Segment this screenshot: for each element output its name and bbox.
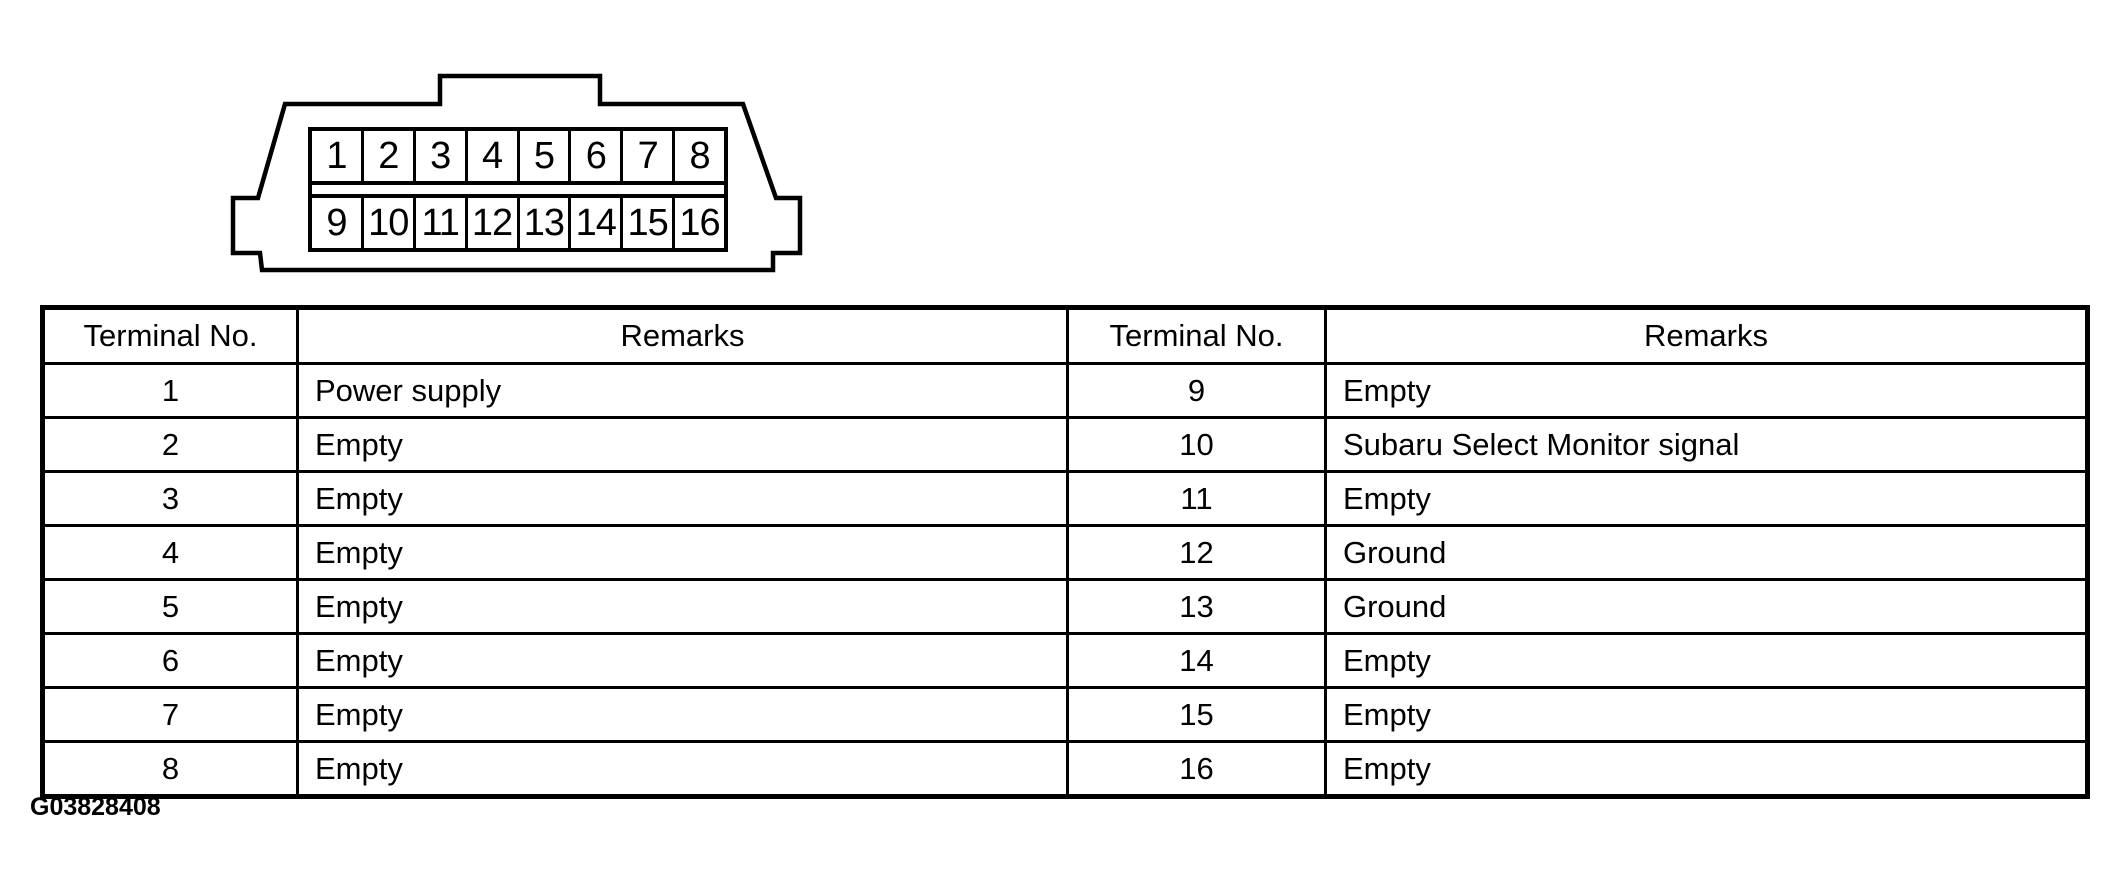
terminal-cell: 14 xyxy=(1066,632,1327,689)
remark-cell: Ground xyxy=(1324,524,2089,581)
pin-cell-16: 16 xyxy=(679,201,720,244)
terminal-remarks-table: Terminal No. Remarks Terminal No. Remark… xyxy=(40,305,2090,799)
pin-cell-11: 11 xyxy=(416,198,468,248)
table-row: 4 Empty 12 Ground xyxy=(41,524,2089,581)
remarks-header-right: Remarks xyxy=(1324,306,2089,365)
remark-cell: Empty xyxy=(1324,362,2089,419)
remark-cell: Empty xyxy=(296,416,1069,473)
pin-row-top: 1 2 3 4 5 6 7 8 xyxy=(312,131,724,181)
terminal-cell: 4 xyxy=(41,524,299,581)
connector-pin-grid: 1 2 3 4 5 6 7 8 9 10 11 12 13 14 15 16 xyxy=(308,127,728,252)
remark-cell: Power supply xyxy=(296,362,1069,419)
table-row: 2 Empty 10 Subaru Select Monitor signal xyxy=(41,416,2089,473)
table-row: 5 Empty 13 Ground xyxy=(41,578,2089,635)
terminal-cell: 8 xyxy=(41,740,299,798)
table-row: 7 Empty 15 Empty xyxy=(41,686,2089,743)
terminal-cell: 16 xyxy=(1066,740,1327,798)
remark-cell: Empty xyxy=(1324,740,2089,798)
remark-cell: Empty xyxy=(1324,470,2089,527)
remarks-header-left: Remarks xyxy=(296,306,1069,365)
remark-cell: Subaru Select Monitor signal xyxy=(1324,416,2089,473)
connector-center-band xyxy=(312,181,724,198)
pin-cell-13: 13 xyxy=(520,198,572,248)
pin-cell-14: 14 xyxy=(571,198,624,248)
pin-cell-5: 5 xyxy=(520,131,572,181)
remark-cell: Empty xyxy=(1324,686,2089,743)
pin-row-bottom: 9 10 11 12 13 14 15 16 xyxy=(312,198,724,248)
pin-cell-7: 7 xyxy=(623,131,676,181)
remark-cell: Empty xyxy=(296,578,1069,635)
terminal-cell: 11 xyxy=(1066,470,1327,527)
terminal-cell: 13 xyxy=(1066,578,1327,635)
remark-cell: Empty xyxy=(296,632,1069,689)
terminal-cell: 6 xyxy=(41,632,299,689)
table-row: 6 Empty 14 Empty xyxy=(41,632,2089,689)
connector-diagram: 1 2 3 4 5 6 7 8 9 10 11 12 13 14 15 16 xyxy=(230,70,805,280)
remark-cell: Empty xyxy=(296,686,1069,743)
terminal-cell: 10 xyxy=(1066,416,1327,473)
terminal-cell: 5 xyxy=(41,578,299,635)
pin-cell-2: 2 xyxy=(364,131,416,181)
remark-cell: Empty xyxy=(296,740,1069,798)
terminal-cell: 3 xyxy=(41,470,299,527)
remark-cell: Empty xyxy=(1324,632,2089,689)
terminal-cell: 12 xyxy=(1066,524,1327,581)
pin-cell-1: 1 xyxy=(312,131,364,181)
remark-cell: Empty xyxy=(296,470,1069,527)
pin-cell-9: 9 xyxy=(312,198,364,248)
pin-cell-8: 8 xyxy=(689,134,710,177)
terminal-cell: 15 xyxy=(1066,686,1327,743)
terminal-cell: 1 xyxy=(41,362,299,419)
terminal-cell: 2 xyxy=(41,416,299,473)
table-header-row: Terminal No. Remarks Terminal No. Remark… xyxy=(41,306,2089,365)
terminal-header-right: Terminal No. xyxy=(1066,306,1327,365)
pin-cell-6: 6 xyxy=(571,131,624,181)
pin-cell-15: 15 xyxy=(623,198,676,248)
figure-id: G03828408 xyxy=(30,793,161,821)
pin-cell-10: 10 xyxy=(364,198,416,248)
pin-cell-12: 12 xyxy=(468,198,520,248)
table-row: 1 Power supply 9 Empty xyxy=(41,362,2089,419)
remark-cell: Empty xyxy=(296,524,1069,581)
remark-cell: Ground xyxy=(1324,578,2089,635)
table-row: 8 Empty 16 Empty xyxy=(41,740,2089,798)
table-row: 3 Empty 11 Empty xyxy=(41,470,2089,527)
pin-cell-4: 4 xyxy=(468,131,520,181)
terminal-cell: 9 xyxy=(1066,362,1327,419)
pin-cell-3: 3 xyxy=(416,131,468,181)
terminal-header-left: Terminal No. xyxy=(41,306,299,365)
terminal-cell: 7 xyxy=(41,686,299,743)
